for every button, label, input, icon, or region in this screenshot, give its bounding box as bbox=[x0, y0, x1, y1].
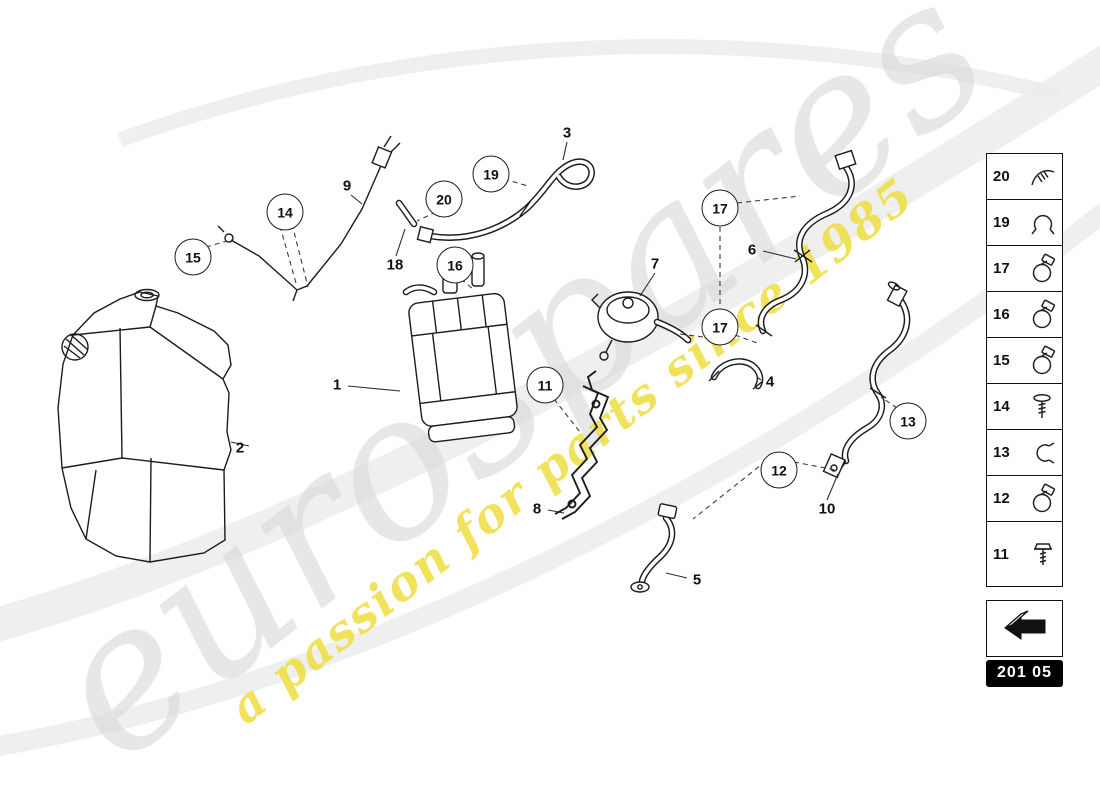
part-number: 14 bbox=[993, 398, 1010, 415]
part-number: 15 bbox=[993, 352, 1010, 369]
vent-hose-top bbox=[416, 158, 595, 244]
callout-10[interactable]: 10 bbox=[818, 500, 836, 518]
callout-16[interactable]: 16 bbox=[436, 246, 474, 284]
callout-14[interactable]: 14 bbox=[266, 193, 304, 231]
hose-clamp-icon bbox=[1028, 345, 1058, 377]
callout-15[interactable]: 15 bbox=[174, 238, 212, 276]
sidebar-part-17[interactable]: 17 bbox=[987, 246, 1062, 292]
sidebar-part-16[interactable]: 16 bbox=[987, 292, 1062, 338]
callout-18[interactable]: 18 bbox=[386, 256, 404, 274]
vent-line bbox=[217, 135, 401, 302]
callout-9[interactable]: 9 bbox=[342, 177, 352, 195]
callout-7[interactable]: 7 bbox=[650, 255, 660, 273]
part-number: 17 bbox=[993, 260, 1010, 277]
callout-8[interactable]: 8 bbox=[532, 500, 542, 518]
reference-lines bbox=[205, 178, 898, 520]
part-number: 12 bbox=[993, 490, 1010, 507]
connector-piece bbox=[395, 199, 418, 228]
hose-clamp-icon bbox=[1028, 483, 1058, 515]
callout-4[interactable]: 4 bbox=[765, 373, 775, 391]
bolt-icon bbox=[1028, 538, 1058, 570]
arrow-3d-icon bbox=[1001, 606, 1049, 651]
part-number: 13 bbox=[993, 444, 1010, 461]
callout-3[interactable]: 3 bbox=[562, 124, 572, 142]
callout-17-upper[interactable]: 17 bbox=[701, 189, 739, 227]
cable-clip-icon bbox=[1028, 161, 1058, 193]
sidebar-part-12[interactable]: 12 bbox=[987, 476, 1062, 522]
callout-6[interactable]: 6 bbox=[747, 241, 757, 259]
callout-5[interactable]: 5 bbox=[692, 571, 702, 589]
callout-17-lower[interactable]: 17 bbox=[701, 308, 739, 346]
hose-clamp-icon bbox=[1028, 253, 1058, 285]
sidebar-part-20[interactable]: 20 bbox=[987, 154, 1062, 200]
spring-clip-icon bbox=[1028, 207, 1058, 239]
breather-valve bbox=[591, 291, 659, 361]
screw-icon bbox=[1028, 391, 1058, 423]
mounting-bracket bbox=[554, 370, 610, 520]
retaining-clip-icon bbox=[1028, 437, 1058, 469]
leader-lines bbox=[230, 141, 839, 579]
hose-clamp-icon bbox=[1028, 299, 1058, 331]
callout-12[interactable]: 12 bbox=[760, 451, 798, 489]
callout-20[interactable]: 20 bbox=[425, 180, 463, 218]
hose-lower-right bbox=[822, 281, 911, 479]
callout-11[interactable]: 11 bbox=[526, 366, 564, 404]
diagram-code: 201 05 bbox=[986, 660, 1063, 687]
part-number: 19 bbox=[993, 214, 1010, 231]
part-number: 20 bbox=[993, 168, 1010, 185]
sidebar-part-13[interactable]: 13 bbox=[987, 430, 1062, 476]
fuel-tank bbox=[57, 288, 232, 563]
sidebar-part-11[interactable]: 11 bbox=[987, 522, 1062, 586]
sidebar-part-19[interactable]: 19 bbox=[987, 200, 1062, 246]
callout-19[interactable]: 19 bbox=[472, 155, 510, 193]
sidebar-part-15[interactable]: 15 bbox=[987, 338, 1062, 384]
breather-pipe bbox=[630, 503, 678, 593]
part-number: 11 bbox=[993, 545, 1009, 563]
callout-13[interactable]: 13 bbox=[889, 402, 927, 440]
callout-2[interactable]: 2 bbox=[235, 439, 245, 457]
direction-arrow-box bbox=[986, 600, 1063, 657]
diagram-code-box: 201 05 bbox=[986, 600, 1063, 687]
hose-upper-right bbox=[755, 149, 857, 337]
parts-sidebar: 20 19 17 16 15 bbox=[986, 153, 1063, 587]
part-number: 16 bbox=[993, 306, 1010, 323]
callout-1[interactable]: 1 bbox=[332, 376, 342, 394]
sidebar-part-14[interactable]: 14 bbox=[987, 384, 1062, 430]
